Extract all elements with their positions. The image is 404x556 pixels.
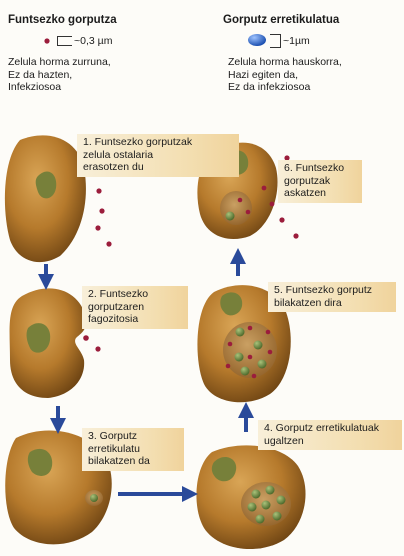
scale-bar-icon (57, 36, 72, 46)
elementary-body-size-label: ~0,3 µm (74, 35, 112, 47)
elementary-body (99, 208, 104, 213)
reticulate-body (241, 367, 250, 376)
elementary-body (228, 342, 233, 347)
reticulate-body (258, 360, 267, 369)
elementary-body (270, 202, 275, 207)
elementary-body-title: Funtsezko gorputza (8, 14, 117, 26)
elementary-body (246, 210, 251, 215)
elementary-body (262, 186, 267, 191)
reticulate-body-size: ~1µm (270, 34, 310, 48)
reticulate-body (236, 328, 245, 337)
reticulate-body (90, 494, 98, 502)
elementary-body (268, 350, 273, 355)
reticulate-body (235, 353, 244, 362)
elementary-body-size: ~0,3 µm (55, 35, 112, 47)
elementary-body (248, 326, 253, 331)
elementary-body (83, 335, 89, 341)
reticulate-body-legend-icon (248, 34, 266, 46)
elementary-body (95, 225, 100, 230)
step-6-label: 6. Funtsezko gorputzak askatzen (278, 160, 362, 203)
reticulate-body-description: Zelula horma hauskorra, Hazi egiten da, … (228, 56, 342, 94)
elementary-body (238, 198, 243, 203)
reticulate-body (254, 341, 263, 350)
elementary-body (248, 355, 253, 360)
elementary-body (106, 241, 111, 246)
elementary-body (279, 217, 284, 222)
reticulate-body-size-label: ~1µm (283, 35, 310, 47)
reticulate-body (248, 503, 257, 512)
reticulate-body (226, 212, 235, 221)
reticulate-body (277, 496, 286, 505)
step-1-label: 1. Funtsezko gorputzak zelula ostalaria … (77, 134, 239, 177)
reticulate-body (252, 490, 261, 499)
reticulate-body (266, 486, 275, 495)
reticulate-body (262, 501, 271, 510)
elementary-body-legend-icon (44, 38, 49, 43)
reticulate-body-title: Gorputz erretikulatua (223, 14, 339, 26)
elementary-body (266, 330, 271, 335)
reticulate-body (273, 512, 282, 521)
elementary-body (95, 346, 100, 351)
cell-4 (196, 445, 305, 549)
step-3-label: 3. Gorputz erretikulatu bilakatzen da (82, 428, 184, 471)
step-5-label: 5. Funtsezko gorputz bilakatzen dira (268, 282, 396, 312)
elementary-body-description: Zelula horma zurruna, Ez da hazten, Infe… (8, 56, 111, 94)
elementary-body (96, 188, 101, 193)
elementary-body (293, 233, 298, 238)
reticulate-body (256, 515, 265, 524)
step-4-label: 4. Gorputz erretikulatuak ugaltzen (258, 420, 402, 450)
elementary-body (226, 364, 231, 369)
step-2-label: 2. Funtsezko gorputzaren fagozitosia (82, 286, 188, 329)
elementary-body (252, 374, 257, 379)
scale-bar-icon (270, 34, 281, 48)
